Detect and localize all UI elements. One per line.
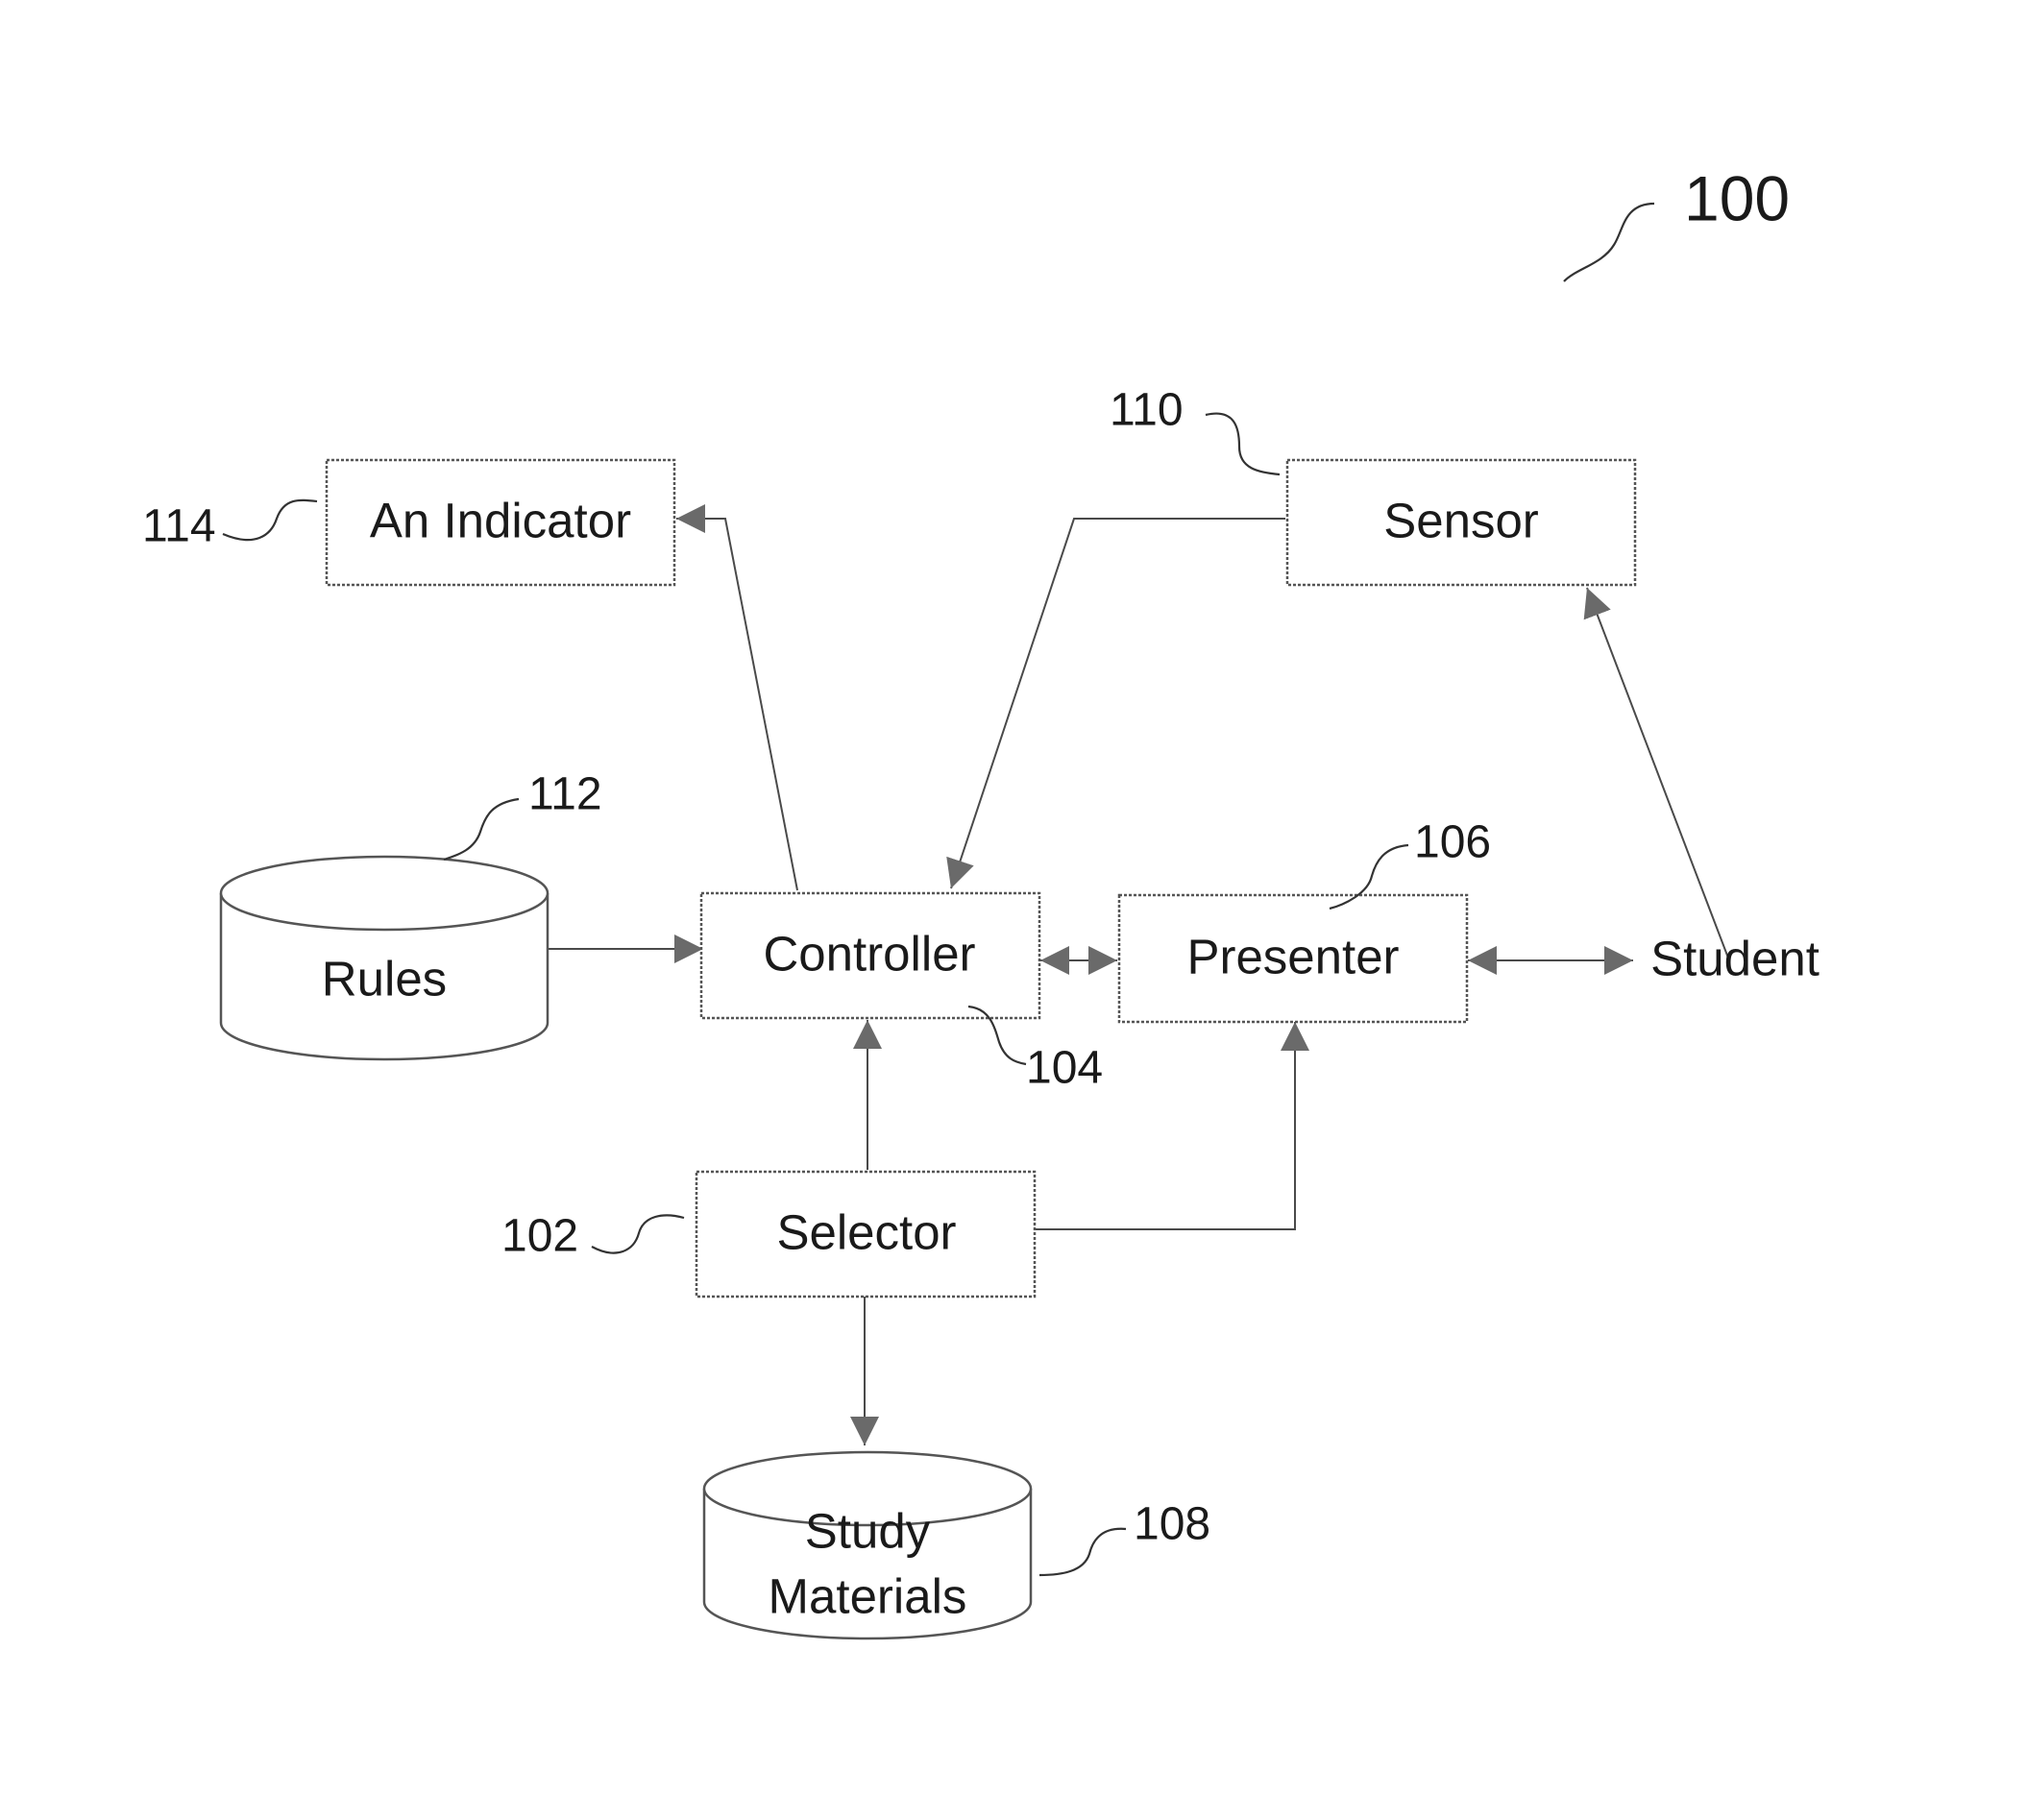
selector-block: Selector (696, 1172, 1035, 1297)
arrow-student-to-sensor (1587, 588, 1729, 960)
indicator-ref-114: 114 (142, 501, 216, 552)
sensor-label: Sensor (1383, 493, 1539, 547)
sensor-ref-110: 110 (1110, 385, 1184, 436)
rules-database: Rules (221, 857, 548, 1059)
rules-ref-112: 112 (528, 769, 602, 820)
figure-ref-leader (1564, 204, 1654, 281)
arrow-controller-to-indicator (676, 519, 797, 890)
indicator-ref-leader (223, 500, 317, 540)
presenter-block: Presenter (1119, 895, 1467, 1022)
selector-ref-102: 102 (501, 1211, 578, 1262)
controller-block: Controller (701, 893, 1039, 1018)
selector-label: Selector (776, 1204, 956, 1259)
arrow-sensor-to-controller (951, 519, 1285, 888)
study-materials-database: Study Materials (704, 1452, 1031, 1638)
presenter-label: Presenter (1186, 929, 1399, 983)
figure-ref-100: 100 (1684, 162, 1790, 233)
rules-ref-leader (444, 799, 519, 860)
presenter-ref-106: 106 (1414, 817, 1491, 868)
sensor-block: Sensor (1287, 460, 1635, 585)
sensor-ref-leader (1206, 414, 1280, 474)
controller-ref-104: 104 (1026, 1043, 1103, 1094)
indicator-label: An Indicator (370, 493, 631, 547)
indicator-block: An Indicator (327, 460, 674, 585)
student-label: Student (1650, 931, 1819, 985)
study-materials-label-line1: Study (805, 1503, 931, 1558)
rules-label: Rules (322, 951, 447, 1006)
study-materials-ref-leader (1039, 1529, 1126, 1575)
study-materials-ref-108: 108 (1134, 1499, 1210, 1550)
study-materials-label-line2: Materials (769, 1568, 967, 1623)
controller-label: Controller (763, 926, 975, 981)
selector-ref-leader (592, 1215, 684, 1252)
